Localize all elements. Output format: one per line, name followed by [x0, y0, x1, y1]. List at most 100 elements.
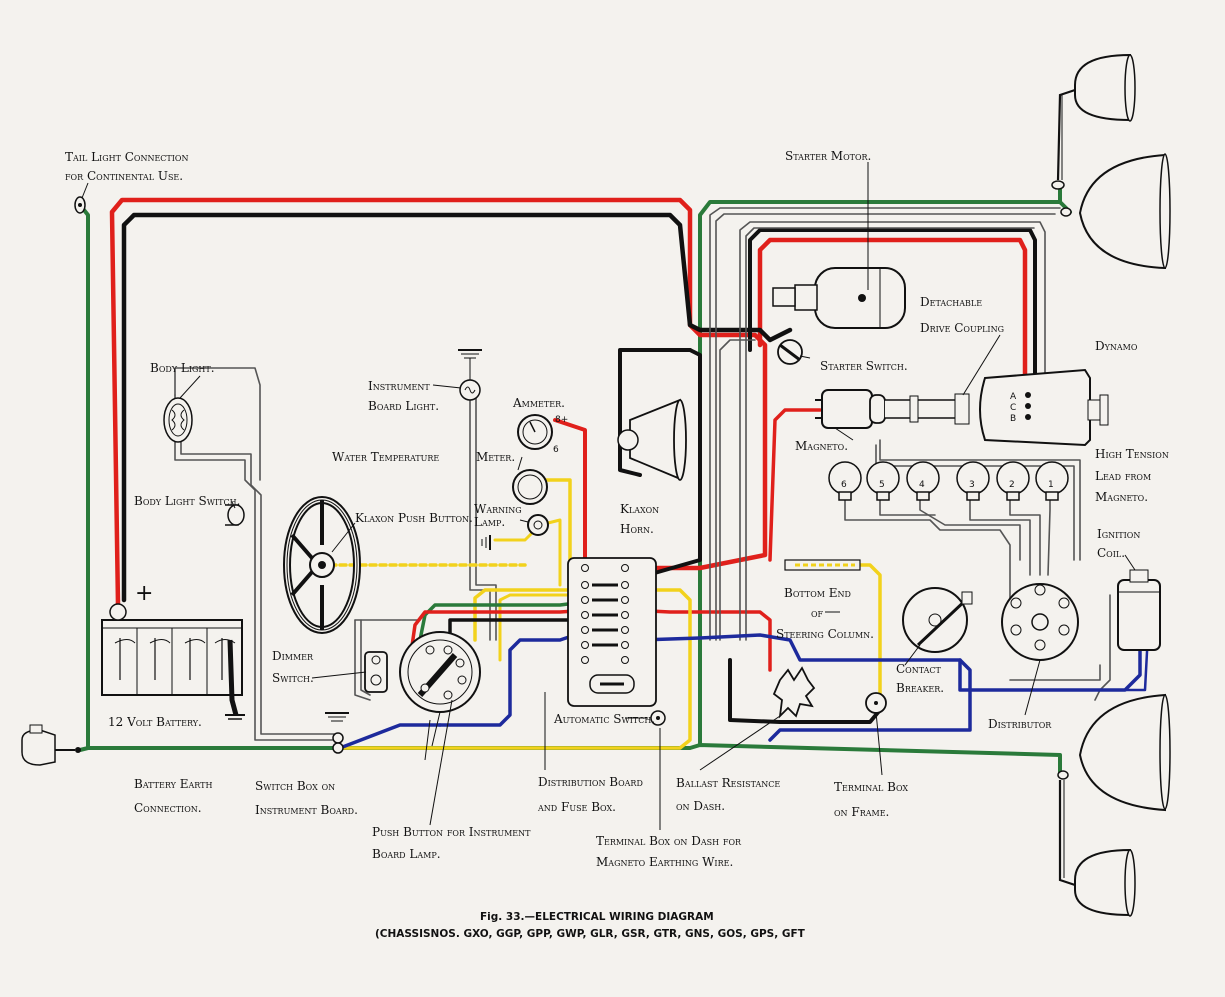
blue-right-wire — [638, 633, 972, 742]
label-detachable-1: Detachable — [920, 295, 982, 309]
label-bottom-end-1: Bottom End — [784, 586, 851, 600]
ignition-coil — [1117, 569, 1161, 651]
label-push-button-2: Board Lamp. — [372, 847, 441, 861]
body-light — [163, 397, 193, 443]
plug-label-5: 5 — [879, 480, 885, 490]
starter-switch[interactable] — [777, 339, 803, 365]
blue-switchbox-wire — [438, 628, 592, 727]
red-magneto-wire — [768, 408, 822, 562]
black-horn-loop — [618, 348, 692, 477]
label-ballast-1: Ballast Resistance — [676, 776, 780, 790]
black-main-wire — [121, 212, 793, 603]
label-high-tension-1: High Tension — [1095, 447, 1169, 461]
ammeter — [517, 414, 553, 450]
dynamo-terminal-a: A — [1010, 392, 1017, 402]
headlamps — [1051, 53, 1171, 917]
label-terminal-dash-2: Magneto Earthing Wire. — [596, 855, 733, 869]
body-light-switch[interactable] — [225, 504, 245, 526]
contact-breaker — [902, 587, 973, 653]
warning-lamp — [527, 514, 549, 536]
tail-light — [74, 196, 86, 214]
label-ignition-2: Coil. — [1097, 546, 1125, 560]
label-instrument-light-1: Instrument — [368, 379, 430, 393]
klaxon-horn — [617, 398, 687, 481]
label-klaxon-horn-1: Klaxon — [620, 502, 659, 516]
plug-label-3: 3 — [969, 480, 975, 490]
red-main-wire — [109, 197, 768, 608]
label-bottom-end-3: Steering Column. — [776, 627, 874, 641]
label-distribution-2: and Fuse Box. — [537, 800, 616, 814]
dynamo-terminal-b: B — [1010, 414, 1016, 424]
figure-caption-chassis: (CHASSISNOS. GXO, GGP, GPP, GWP, GLR, GS… — [375, 928, 806, 940]
label-starter-switch: Starter Switch. — [820, 359, 908, 373]
label-body-light-switch: Body Light Switch. — [134, 494, 240, 508]
dynamo-terminal-c: C — [1010, 403, 1016, 413]
battery — [101, 603, 245, 720]
label-meter: Meter. — [476, 450, 515, 464]
blue-dimmer-wire — [338, 723, 442, 750]
label-high-tension-3: Magneto. — [1095, 490, 1148, 504]
label-battery: 12 Volt Battery. — [108, 715, 202, 729]
switchbox-terminal — [332, 732, 344, 754]
green-earth-wire — [78, 203, 90, 752]
label-terminal-frame-2: on Frame. — [834, 805, 889, 819]
label-ammeter: Ammeter. — [512, 396, 565, 410]
figure-caption-title: Fig. 33.—ELECTRICAL WIRING DIAGRAM — [480, 911, 714, 923]
label-battery-earth-1: Battery Earth — [134, 777, 212, 791]
braided-cables — [174, 207, 1111, 741]
label-klaxon-horn-2: Horn. — [620, 522, 654, 536]
terminal-box-frame — [865, 692, 887, 714]
plug-label-1: 1 — [1048, 480, 1054, 490]
yellow-column-wire — [853, 563, 882, 697]
ammeter-mark-minus: 6 — [553, 445, 559, 455]
ammeter-mark-plus: 8+ — [555, 415, 568, 425]
label-klaxon-push: Klaxon Push Button. — [355, 511, 473, 525]
label-tail-light-1: Tail Light Connection — [65, 150, 188, 164]
label-dimmer-1: Dimmer — [272, 649, 314, 663]
label-starter-motor: Starter Motor. — [785, 149, 871, 163]
label-bottom-end-2: of — [811, 606, 824, 620]
distribution-board — [567, 557, 657, 707]
label-distributor: Distributor — [988, 717, 1052, 731]
leader-lines — [81, 162, 1136, 830]
labels: Tail Light Connection for Continental Us… — [65, 149, 1169, 869]
label-high-tension-2: Lead from — [1095, 469, 1151, 483]
plug-label-6: 6 — [841, 480, 847, 490]
steering-column-end — [784, 559, 861, 571]
distributor — [1001, 583, 1079, 661]
side-lamp-left — [21, 724, 81, 766]
label-battery-earth-2: Connection. — [134, 801, 202, 815]
red-dynamo-wire — [757, 237, 1028, 398]
red-ammeter-wire — [553, 418, 587, 572]
ground-symbols — [325, 349, 491, 722]
label-dynamo: Dynamo — [1095, 339, 1138, 353]
label-dimmer-2: Switch. — [272, 671, 314, 685]
label-push-button-1: Push Button for Instrument — [372, 825, 531, 839]
battery-plus-sign: + — [135, 581, 153, 606]
yellow-lower-wire — [498, 593, 572, 662]
label-tail-light-2: for Continental Use. — [65, 169, 183, 183]
label-warning-lamp-2: Lamp. — [474, 515, 505, 529]
label-automatic-switch: Automatic Switch. — [553, 712, 655, 726]
water-temperature-meter — [512, 469, 548, 505]
label-ballast-2: on Dash. — [676, 799, 725, 813]
dimmer-switch[interactable] — [364, 651, 388, 693]
label-contact-breaker-1: Contact — [896, 662, 942, 676]
label-contact-breaker-2: Breaker. — [896, 681, 944, 695]
label-ignition-1: Ignition — [1097, 527, 1140, 541]
magneto — [815, 389, 970, 429]
plug-label-4: 4 — [919, 480, 925, 490]
switch-box — [399, 631, 481, 713]
label-detachable-2: Drive Coupling — [920, 321, 1004, 335]
label-warning-lamp-1: Warning — [474, 502, 522, 516]
label-magneto: Magneto. — [795, 439, 848, 453]
steering-wheel[interactable] — [283, 496, 361, 634]
wiring — [78, 183, 1152, 777]
label-terminal-dash-1: Terminal Box on Dash for — [596, 834, 742, 848]
label-terminal-frame-1: Terminal Box — [834, 780, 908, 794]
yellow-warning-wire — [493, 518, 562, 587]
ballast-resistance — [772, 666, 816, 719]
spark-plugs — [828, 461, 1069, 501]
dynamo — [979, 368, 1109, 447]
